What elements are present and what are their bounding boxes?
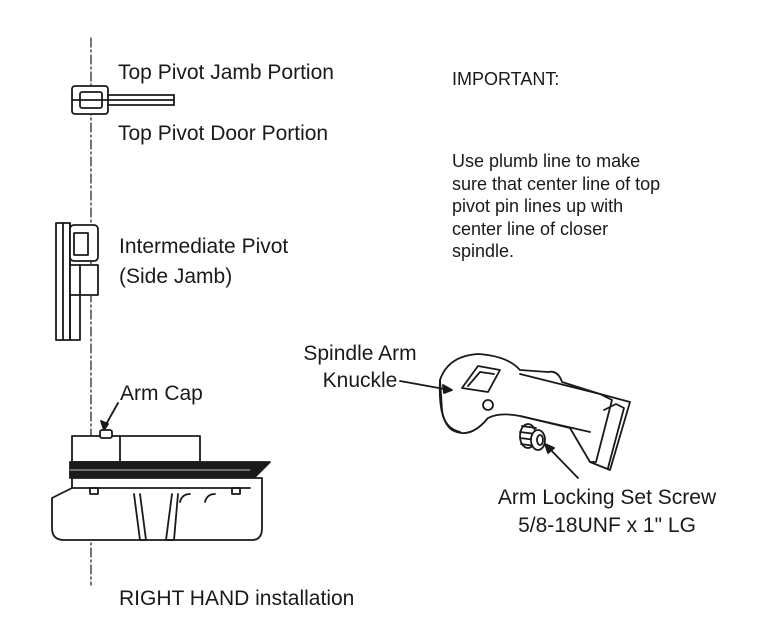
label-top-pivot-door: Top Pivot Door Portion [118,122,329,145]
label-side-jamb: (Side Jamb) [119,265,233,288]
label-spindle-arm: Spindle Arm [303,342,417,365]
closer-body [51,429,271,541]
label-top-pivot-jamb: Top Pivot Jamb Portion [118,61,334,84]
set-screw-leader [544,443,579,479]
label-set-screw-spec: 5/8-18UNF x 1" LG [518,514,696,537]
note-line: pivot pin lines up with [452,196,624,216]
knuckle-leader [399,380,453,394]
note-heading: IMPORTANT: [452,69,560,89]
note-body: Use plumb line to make sure that center … [452,150,772,263]
note-line: sure that center line of top [452,173,661,194]
label-installation: RIGHT HAND installation [119,587,355,610]
label-knuckle: Knuckle [322,369,398,392]
label-intermediate-pivot: Intermediate Pivot [119,235,289,258]
arm-cap-leader [100,402,119,431]
note-line: spindle. [452,241,515,261]
intermediate-pivot-assembly [55,222,99,341]
top-pivot-assembly [71,85,175,115]
label-arm-cap: Arm Cap [120,382,203,405]
note-line: center line of closer [452,218,609,239]
spindle-arm-knuckle [438,353,631,471]
note-line: Use plumb line to make [452,151,641,171]
label-set-screw: Arm Locking Set Screw [497,486,717,509]
